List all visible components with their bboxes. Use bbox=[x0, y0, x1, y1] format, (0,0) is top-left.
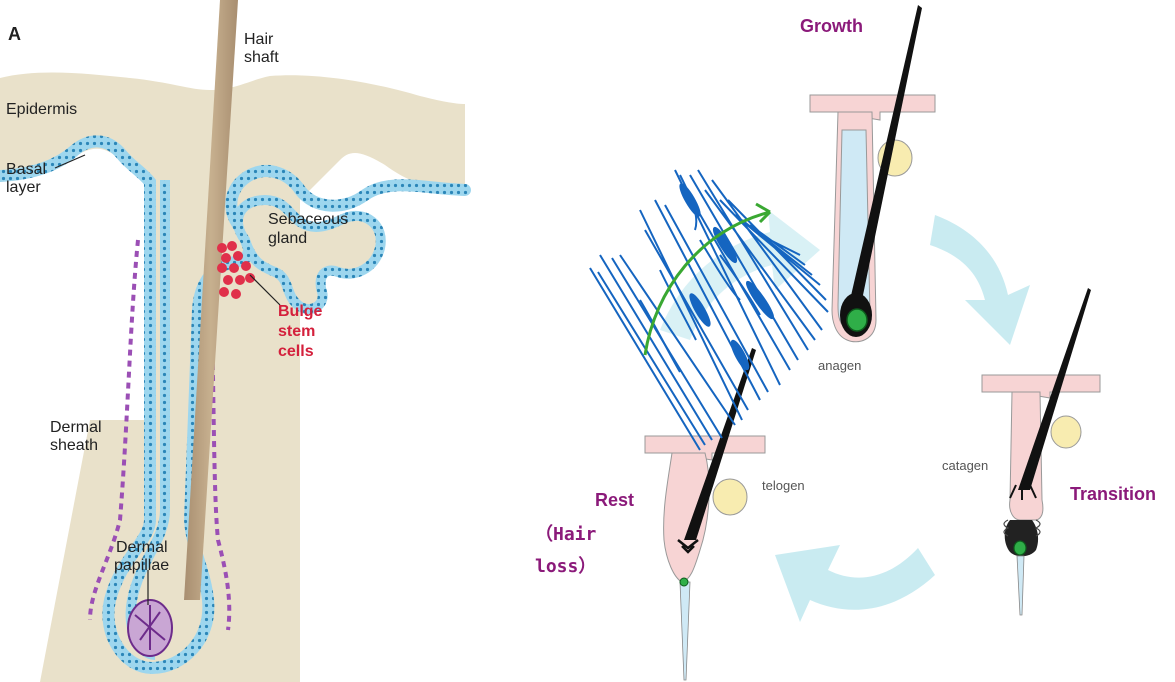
bulge-label-1: Bulge bbox=[278, 303, 323, 320]
hair-shaft-label-2: shaft bbox=[244, 49, 279, 66]
basal-layer-label-2: layer bbox=[6, 179, 41, 196]
growth-title: Growth bbox=[800, 16, 863, 36]
sebaceous-gland-label-2: gland bbox=[268, 230, 307, 247]
rest-title: Rest bbox=[595, 490, 634, 510]
hair-loss-label-1: （Hair bbox=[535, 524, 597, 545]
anagen-papilla bbox=[847, 309, 867, 331]
cycle-arrow-growth-to-transition bbox=[930, 215, 1030, 345]
telogen-label: telogen bbox=[762, 478, 805, 493]
catagen-papilla bbox=[1014, 541, 1026, 555]
dermal-papillae-label-1: Dermal bbox=[116, 539, 168, 556]
hair-cycle-panel: Growth anagen catagen Transition telogen… bbox=[535, 5, 1156, 680]
cycle-arrow-transition-to-rest bbox=[775, 545, 935, 622]
anagen-label: anagen bbox=[818, 358, 861, 373]
basal-layer-label-1: Basal bbox=[6, 161, 46, 178]
sebaceous-gland-label-1: Sebaceous bbox=[268, 211, 348, 228]
hair-loss-label-2: loss） bbox=[535, 556, 596, 577]
bulge-label-2: stem bbox=[278, 323, 315, 340]
telogen-follicle bbox=[645, 348, 765, 680]
transition-title: Transition bbox=[1070, 484, 1156, 504]
dermal-papillae-label-2: papillae bbox=[114, 557, 169, 574]
catagen-label: catagen bbox=[942, 458, 988, 473]
catagen-follicle bbox=[982, 288, 1100, 615]
bulge-label-3: cells bbox=[278, 343, 314, 360]
dermal-sheath-label-2: sheath bbox=[50, 437, 98, 454]
blue-scribble-overlay bbox=[590, 170, 828, 450]
cycle-arrow-rest-to-growth bbox=[660, 210, 820, 340]
epidermis-label: Epidermis bbox=[6, 101, 77, 118]
dermal-sheath-label-1: Dermal bbox=[50, 419, 102, 436]
panel-letter: A bbox=[8, 24, 21, 44]
telogen-papilla bbox=[680, 578, 688, 586]
panel-a: A Hair shaft Epidermis Basal layer Sebac… bbox=[0, 0, 465, 682]
anagen-follicle bbox=[810, 5, 935, 342]
hair-shaft-label-1: Hair bbox=[244, 31, 274, 48]
